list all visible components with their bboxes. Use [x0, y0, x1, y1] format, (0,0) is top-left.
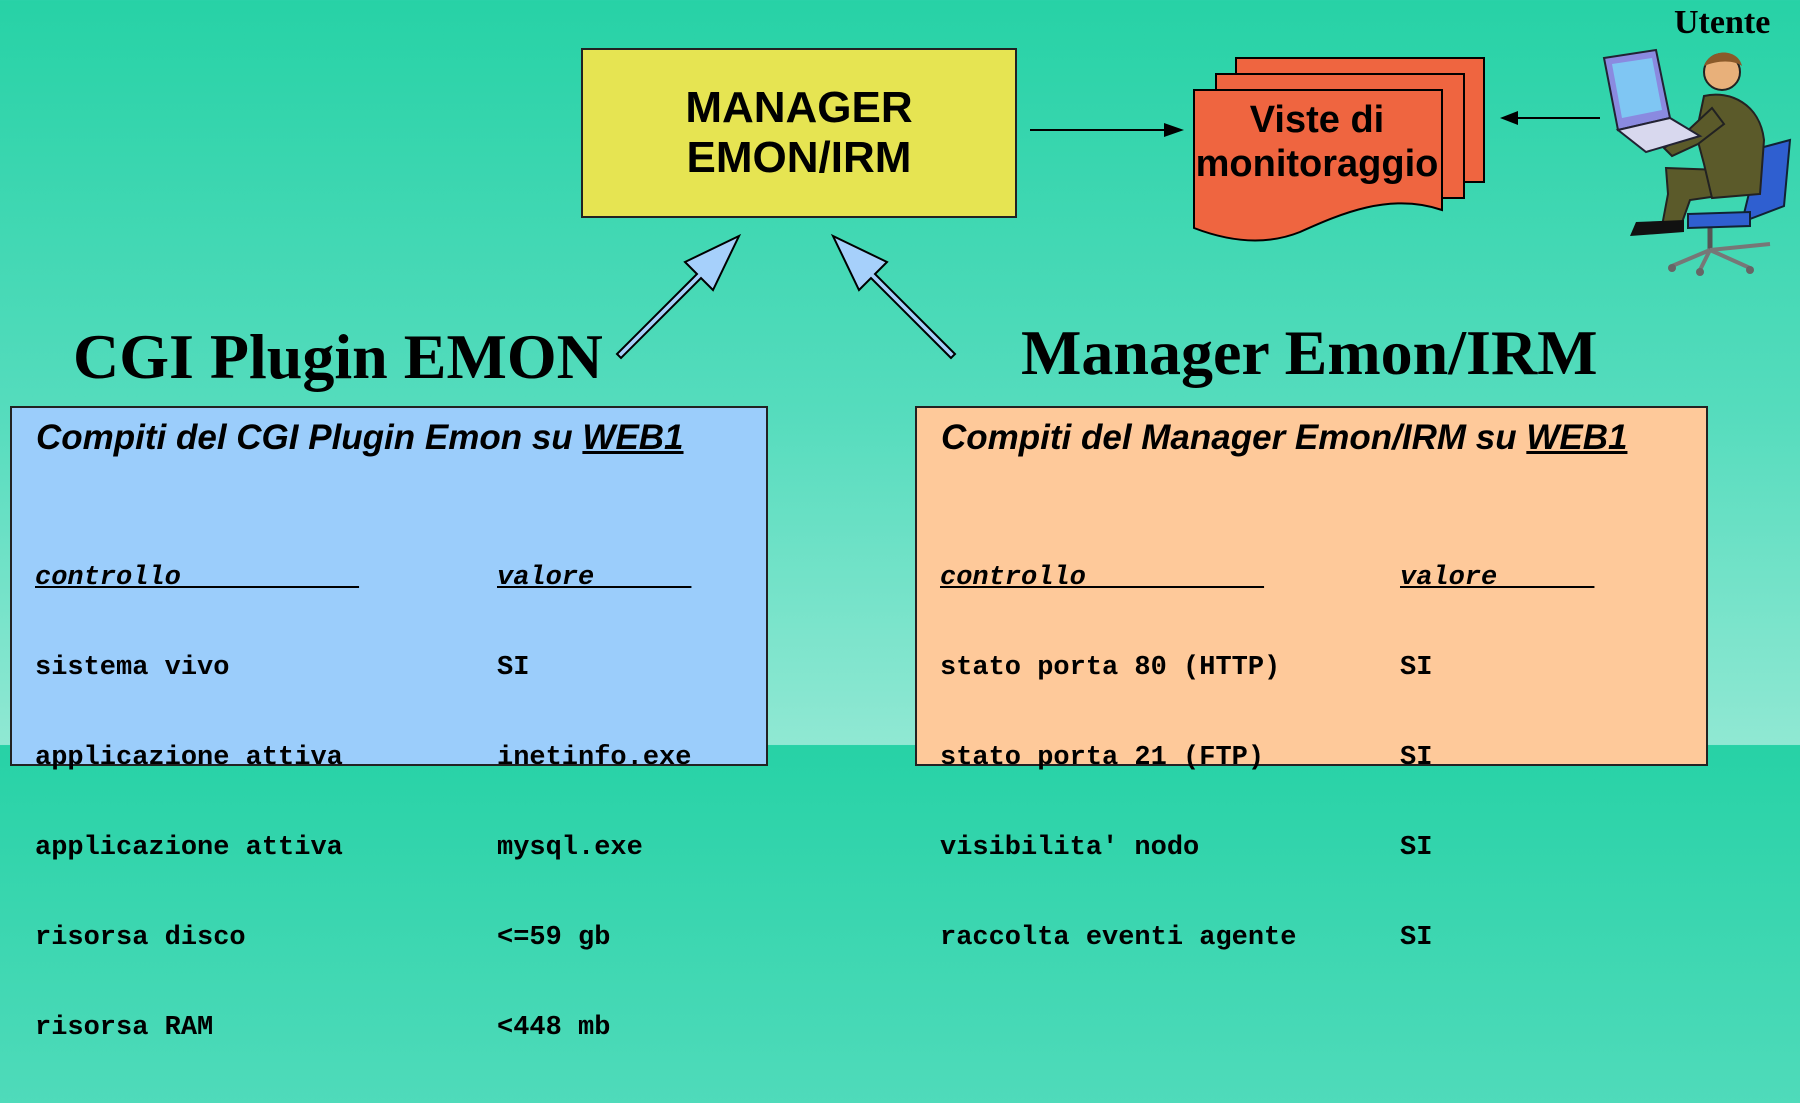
manager-row-control: stato porta 80 (HTTP)	[940, 653, 1281, 683]
manager-box-line1: MANAGER	[685, 83, 913, 132]
cgi-row-value: SI	[497, 653, 530, 683]
views-label-line1: Viste di	[1249, 99, 1385, 141]
manager-box-label: MANAGER EMON/IRM	[685, 83, 912, 183]
manager-row-value: SI	[1400, 743, 1433, 773]
cgi-row-control: risorsa RAM	[35, 1013, 214, 1043]
arrow-user-to-views	[1500, 111, 1600, 125]
cgi-value-column: valore SI inetinfo.exe mysql.exe <=59 gb…	[497, 503, 691, 1103]
views-label-line2: monitoraggio	[1195, 143, 1439, 185]
cgi-control-column: controllo sistema vivo applicazione atti…	[35, 503, 359, 1103]
manager-panel-title-host: WEB1	[1526, 418, 1628, 457]
manager-row-control: raccolta eventi agente	[940, 923, 1297, 953]
upward-arrows	[615, 233, 957, 360]
manager-emon-irm-heading: Manager Emon/IRM	[1021, 317, 1598, 388]
manager-control-header: controllo	[940, 563, 1265, 593]
manager-row-control: stato porta 21 (FTP)	[940, 743, 1265, 773]
manager-row-control: visibilita' nodo	[940, 833, 1200, 863]
cgi-row-value: mysql.exe	[497, 833, 643, 863]
cgi-row-control: risorsa disco	[35, 923, 246, 953]
arrow-manager-to-views	[1030, 123, 1184, 137]
manager-panel-title: Compiti del Manager Emon/IRM su WEB1	[941, 418, 1627, 458]
cgi-value-header: valore	[497, 563, 692, 593]
manager-emon-irm-box: MANAGER EMON/IRM	[581, 48, 1017, 218]
manager-row-value: SI	[1400, 833, 1433, 863]
manager-row-value: SI	[1400, 653, 1433, 683]
manager-tasks-panel: Compiti del Manager Emon/IRM su WEB1 con…	[915, 406, 1708, 953]
arrow-manager-node-to-manager	[830, 233, 957, 360]
cgi-row-control: applicazione attiva	[35, 743, 343, 773]
cgi-row-control: applicazione attiva	[35, 833, 343, 863]
cgi-row-value: <=59 gb	[497, 923, 611, 953]
monitoring-views-document-stack	[1193, 57, 1485, 242]
manager-value-header: valore	[1400, 563, 1595, 593]
cgi-plugin-tasks-panel: Compiti del CGI Plugin Emon su WEB1 cont…	[10, 406, 768, 1043]
cgi-panel-title-host: WEB1	[582, 418, 684, 457]
user-at-laptop-icon	[1602, 48, 1792, 276]
cgi-panel-title: Compiti del CGI Plugin Emon su WEB1	[36, 418, 684, 458]
manager-control-column: controllo stato porta 80 (HTTP) stato po…	[940, 503, 1296, 1013]
cgi-plugin-heading: CGI Plugin EMON	[73, 321, 603, 392]
cgi-row-control: sistema vivo	[35, 653, 230, 683]
manager-row-value: SI	[1400, 923, 1433, 953]
manager-box-line2: EMON/IRM	[686, 133, 912, 182]
arrow-cgi-to-manager	[615, 233, 742, 360]
cgi-row-value: <448 mb	[497, 1013, 611, 1043]
manager-value-column: valore SI SI SI SI	[1400, 503, 1594, 1013]
cgi-control-header: controllo	[35, 563, 360, 593]
manager-panel-title-prefix: Compiti del Manager Emon/IRM su	[941, 418, 1527, 457]
monitoring-views-label: Viste di monitoraggio	[1194, 98, 1440, 186]
cgi-panel-title-prefix: Compiti del CGI Plugin Emon su	[36, 418, 583, 457]
cgi-row-value: inetinfo.exe	[497, 743, 692, 773]
user-label: Utente	[1674, 4, 1771, 41]
